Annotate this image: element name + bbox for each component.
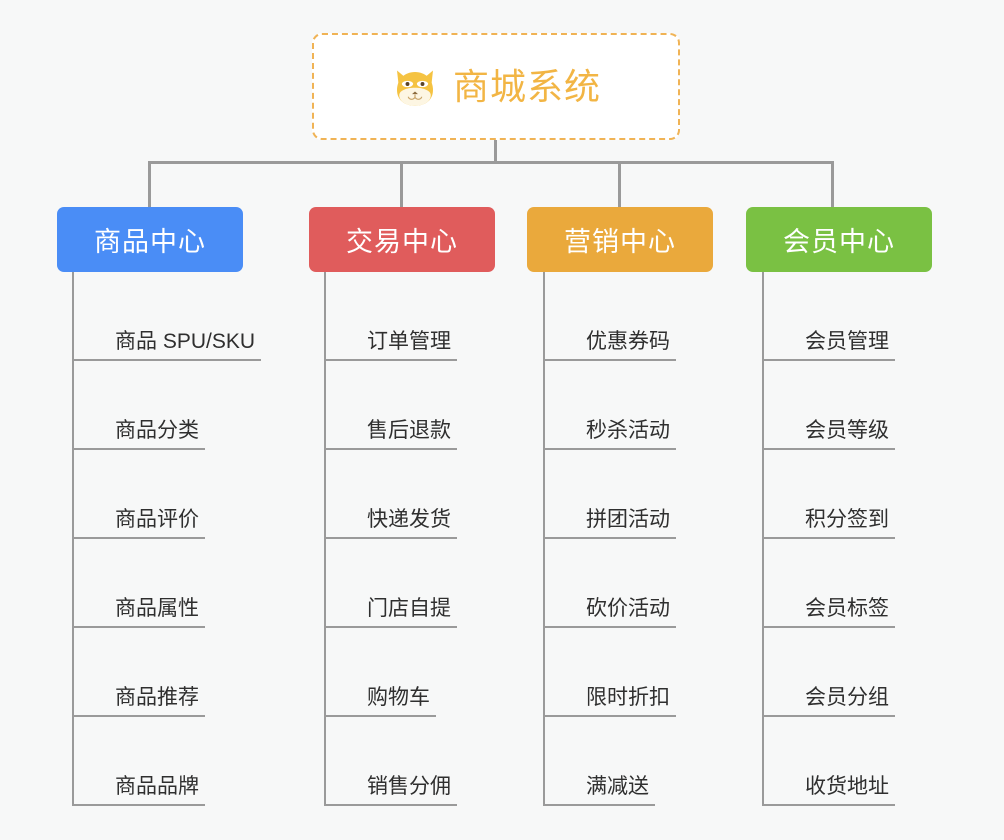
- leaf-item-underline: [543, 804, 655, 806]
- root-title: 商城系统: [452, 65, 601, 107]
- branch-box-3[interactable]: 营销中心: [527, 207, 713, 272]
- connector-stem: [494, 140, 497, 164]
- leaf-item-label: 砍价活动: [586, 596, 670, 620]
- leaf-item-label: 满减送: [586, 774, 649, 798]
- leaf-item-label: 商品品牌: [115, 774, 199, 798]
- leaf-item-underline: [324, 448, 457, 450]
- leaf-item-underline: [543, 715, 676, 717]
- leaf-item-label: 拼团活动: [586, 507, 670, 531]
- branch-label-1: 商品中心: [94, 227, 206, 257]
- leaf-item[interactable]: 会员管理: [762, 272, 895, 361]
- leaf-item-label: 订单管理: [367, 329, 451, 353]
- leaf-item[interactable]: 会员等级: [762, 361, 895, 450]
- branch-spine-1: [72, 272, 74, 806]
- leaf-item-label: 商品推荐: [115, 685, 199, 709]
- branch-label-4: 会员中心: [783, 227, 895, 257]
- leaf-item[interactable]: 会员标签: [762, 539, 895, 628]
- leaf-item-label: 商品分类: [115, 418, 199, 442]
- leaf-item-label: 购物车: [367, 685, 430, 709]
- leaf-item-label: 会员标签: [805, 596, 889, 620]
- leaf-item[interactable]: 拼团活动: [543, 450, 676, 539]
- branch-spine-3: [543, 272, 545, 806]
- branch-children-3: 优惠券码秒杀活动拼团活动砍价活动限时折扣满减送: [543, 272, 676, 806]
- leaf-item-underline: [324, 715, 436, 717]
- branch-label-3: 营销中心: [564, 227, 676, 257]
- leaf-item[interactable]: 商品 SPU/SKU: [72, 272, 262, 361]
- connector-drop-1: [148, 161, 151, 207]
- branch-box-1[interactable]: 商品中心: [57, 207, 243, 272]
- leaf-item[interactable]: 商品推荐: [72, 628, 255, 717]
- leaf-item-underline: [72, 359, 262, 361]
- leaf-item-underline: [543, 626, 676, 628]
- leaf-item-label: 商品 SPU/SKU: [115, 329, 256, 353]
- leaf-item-label: 商品评价: [115, 507, 199, 531]
- leaf-item-underline: [762, 537, 895, 539]
- leaf-item[interactable]: 商品品牌: [72, 717, 255, 806]
- branch-children-2: 订单管理售后退款快递发货门店自提购物车销售分佣: [324, 272, 457, 806]
- leaf-item[interactable]: 满减送: [543, 717, 670, 806]
- leaf-item[interactable]: 收货地址: [762, 717, 895, 806]
- leaf-item[interactable]: 购物车: [324, 628, 451, 717]
- leaf-item[interactable]: 会员分组: [762, 628, 895, 717]
- branch-box-4[interactable]: 会员中心: [746, 207, 932, 272]
- leaf-item-label: 秒杀活动: [586, 418, 670, 442]
- leaf-item-label: 售后退款: [367, 418, 451, 442]
- leaf-item[interactable]: 销售分佣: [324, 717, 457, 806]
- leaf-item-underline: [762, 448, 895, 450]
- leaf-item-label: 限时折扣: [586, 685, 670, 709]
- leaf-item-underline: [72, 448, 205, 450]
- leaf-item[interactable]: 门店自提: [324, 539, 457, 628]
- branch-label-2: 交易中心: [346, 227, 458, 257]
- connector-drop-4: [831, 161, 834, 207]
- leaf-item-underline: [324, 804, 457, 806]
- leaf-item-underline: [72, 626, 205, 628]
- leaf-item-label: 收货地址: [805, 774, 889, 798]
- leaf-item[interactable]: 限时折扣: [543, 628, 676, 717]
- leaf-item-label: 会员等级: [805, 418, 889, 442]
- leaf-item[interactable]: 砍价活动: [543, 539, 676, 628]
- branch-children-4: 会员管理会员等级积分签到会员标签会员分组收货地址: [762, 272, 895, 806]
- leaf-item[interactable]: 商品评价: [72, 450, 255, 539]
- leaf-item[interactable]: 秒杀活动: [543, 361, 676, 450]
- leaf-item-label: 快递发货: [367, 507, 451, 531]
- branch-spine-4: [762, 272, 764, 806]
- leaf-item[interactable]: 积分签到: [762, 450, 895, 539]
- leaf-item-underline: [762, 804, 895, 806]
- shiba-dog-icon: [396, 70, 433, 106]
- leaf-item-underline: [543, 537, 676, 539]
- leaf-item-label: 会员分组: [805, 685, 889, 709]
- leaf-item-underline: [543, 448, 676, 450]
- leaf-item-underline: [543, 359, 676, 361]
- connector-bus: [148, 161, 834, 164]
- leaf-item-underline: [324, 359, 457, 361]
- leaf-item[interactable]: 商品属性: [72, 539, 255, 628]
- leaf-item-label: 优惠券码: [586, 329, 670, 353]
- leaf-item-label: 商品属性: [115, 596, 199, 620]
- leaf-item-underline: [72, 537, 205, 539]
- leaf-item[interactable]: 优惠券码: [543, 272, 676, 361]
- leaf-item-label: 门店自提: [367, 596, 451, 620]
- leaf-item[interactable]: 商品分类: [72, 361, 255, 450]
- leaf-item[interactable]: 订单管理: [324, 272, 457, 361]
- connector-drop-3: [618, 161, 621, 207]
- branch-box-2[interactable]: 交易中心: [309, 207, 495, 272]
- leaf-item-underline: [762, 715, 895, 717]
- leaf-item[interactable]: 售后退款: [324, 361, 457, 450]
- connector-drop-2: [400, 161, 403, 207]
- branch-children-1: 商品 SPU/SKU 商品分类商品评价商品属性商品推荐商品品牌: [72, 272, 262, 806]
- leaf-item-label: 销售分佣: [367, 774, 451, 798]
- leaf-item-underline: [324, 626, 457, 628]
- leaf-item-label: 会员管理: [805, 329, 889, 353]
- branch-spine-2: [324, 272, 326, 806]
- root-node[interactable]: 商城系统: [312, 33, 680, 140]
- leaf-item-underline: [762, 359, 895, 361]
- leaf-item-underline: [324, 537, 457, 539]
- leaf-item-underline: [762, 626, 895, 628]
- leaf-item-underline: [72, 804, 205, 806]
- leaf-item-underline: [72, 715, 205, 717]
- leaf-item-label: 积分签到: [805, 507, 889, 531]
- leaf-item[interactable]: 快递发货: [324, 450, 457, 539]
